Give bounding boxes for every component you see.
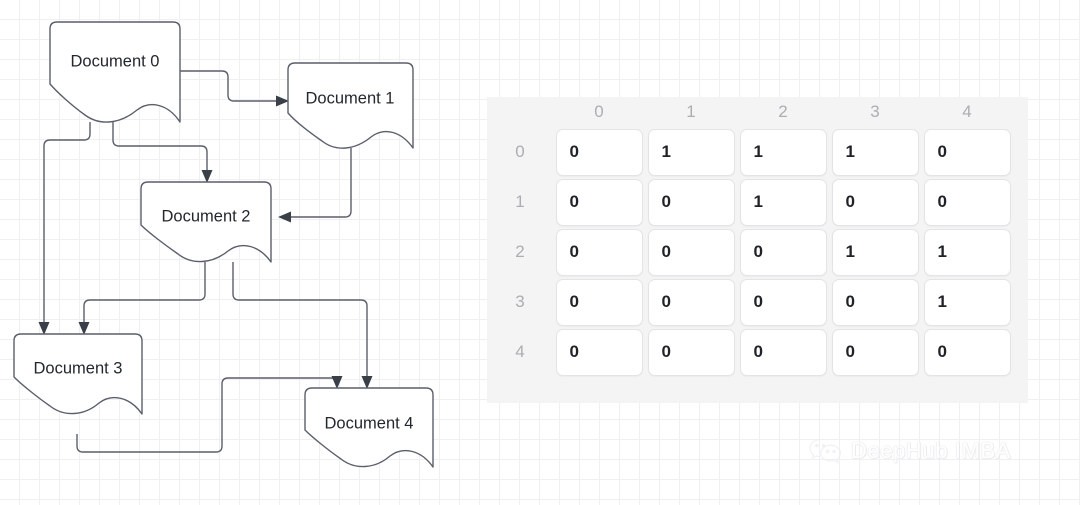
matrix-cell-4-4[interactable]: 0 bbox=[923, 328, 1011, 376]
matrix-row-header-4: 4 bbox=[515, 342, 525, 361]
matrix-cell-1-2[interactable]: 1 bbox=[739, 178, 827, 226]
matrix-cell-3-3[interactable]: 0 bbox=[831, 278, 919, 326]
node-document-0[interactable]: Document 0 bbox=[49, 21, 181, 123]
node-document-4[interactable]: Document 4 bbox=[304, 387, 434, 468]
matrix-cell-0-2[interactable]: 1 bbox=[739, 128, 827, 176]
matrix-corner bbox=[487, 97, 553, 127]
matrix-cell-0-1[interactable]: 1 bbox=[647, 128, 735, 176]
edge-doc0-to-doc2 bbox=[112, 122, 213, 183]
matrix-cell-4-3[interactable]: 0 bbox=[831, 328, 919, 376]
matrix-cell-2-0[interactable]: 0 bbox=[555, 228, 643, 276]
edge-doc0-to-doc3 bbox=[38, 122, 91, 335]
edge-doc3-to-doc4 bbox=[76, 376, 343, 453]
matrix-cell-3-4[interactable]: 1 bbox=[923, 278, 1011, 326]
edge-doc2-to-doc3 bbox=[78, 262, 206, 335]
node-document-3[interactable]: Document 3 bbox=[13, 333, 143, 415]
node-label-document-0: Document 0 bbox=[71, 52, 160, 70]
document-graph: Document 0 Document 1 Document 2 Documen… bbox=[13, 21, 434, 468]
node-label-document-2: Document 2 bbox=[162, 207, 251, 225]
matrix-cell-3-1[interactable]: 0 bbox=[647, 278, 735, 326]
matrix-cell-0-0[interactable]: 0 bbox=[555, 128, 643, 176]
matrix-row-header-3: 3 bbox=[515, 292, 525, 311]
edge-doc1-to-doc2 bbox=[278, 148, 352, 223]
matrix-cell-3-0[interactable]: 0 bbox=[555, 278, 643, 326]
matrix-col-header-2: 2 bbox=[778, 102, 788, 121]
edge-doc2-to-doc4 bbox=[232, 262, 373, 389]
matrix-row-header-1: 1 bbox=[515, 192, 525, 211]
matrix-cell-4-0[interactable]: 0 bbox=[555, 328, 643, 376]
matrix-row-header-2: 2 bbox=[515, 242, 525, 261]
matrix-cell-2-2[interactable]: 0 bbox=[739, 228, 827, 276]
matrix-cell-1-1[interactable]: 0 bbox=[647, 178, 735, 226]
matrix-cell-2-4[interactable]: 1 bbox=[923, 228, 1011, 276]
matrix-cell-3-2[interactable]: 0 bbox=[739, 278, 827, 326]
adjacency-matrix-grid: 0 1 2 3 4 0 0 1 1 1 0 1 0 0 1 0 0 2 0 0 … bbox=[487, 97, 1013, 377]
matrix-row-header-0: 0 bbox=[515, 142, 525, 161]
adjacency-matrix-panel: 0 1 2 3 4 0 0 1 1 1 0 1 0 0 1 0 0 2 0 0 … bbox=[487, 97, 1028, 403]
matrix-cell-4-2[interactable]: 0 bbox=[739, 328, 827, 376]
node-label-document-1: Document 1 bbox=[306, 89, 395, 107]
matrix-cell-2-1[interactable]: 0 bbox=[647, 228, 735, 276]
node-label-document-4: Document 4 bbox=[325, 414, 414, 432]
node-label-document-3: Document 3 bbox=[34, 359, 123, 377]
matrix-col-header-4: 4 bbox=[962, 102, 972, 121]
matrix-cell-0-4[interactable]: 0 bbox=[923, 128, 1011, 176]
watermark: DeepHub IMBA bbox=[808, 437, 1011, 465]
node-document-2[interactable]: Document 2 bbox=[140, 181, 272, 263]
matrix-cell-2-3[interactable]: 1 bbox=[831, 228, 919, 276]
matrix-cell-1-0[interactable]: 0 bbox=[555, 178, 643, 226]
wechat-icon bbox=[809, 438, 841, 464]
matrix-col-header-0: 0 bbox=[594, 102, 604, 121]
matrix-cell-0-3[interactable]: 1 bbox=[831, 128, 919, 176]
node-document-1[interactable]: Document 1 bbox=[287, 62, 414, 149]
edge-doc0-to-doc1 bbox=[180, 70, 289, 107]
matrix-col-header-1: 1 bbox=[686, 102, 696, 121]
matrix-cell-1-3[interactable]: 0 bbox=[831, 178, 919, 226]
watermark-text: DeepHub IMBA bbox=[851, 438, 1012, 463]
matrix-cell-4-1[interactable]: 0 bbox=[647, 328, 735, 376]
matrix-cell-1-4[interactable]: 0 bbox=[923, 178, 1011, 226]
matrix-col-header-3: 3 bbox=[870, 102, 880, 121]
